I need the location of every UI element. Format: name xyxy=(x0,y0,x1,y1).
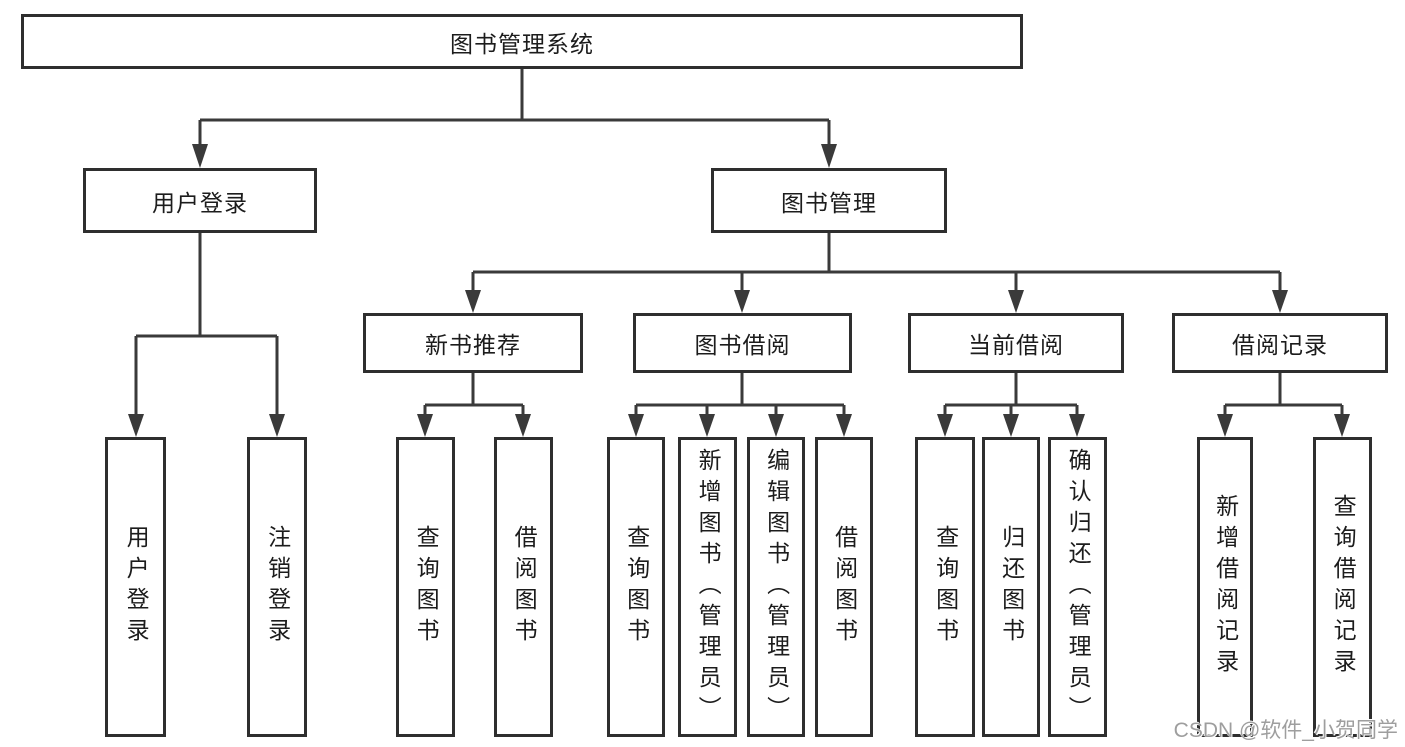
leaf-query-books-recommend: 查询图书 xyxy=(396,437,455,737)
leaf-confirm-return-admin: 确认归还（管理员） xyxy=(1048,437,1107,737)
leaf-label: 查询图书 xyxy=(623,525,650,649)
leaf-logout: 注销登录 xyxy=(247,437,307,737)
node-label: 图书管理系统 xyxy=(450,30,594,57)
leaf-edit-books-admin: 编辑图书（管理员） xyxy=(747,437,805,737)
leaf-label: 借阅图书 xyxy=(511,525,538,649)
node-label: 图书管理 xyxy=(781,189,877,216)
leaf-borrow-books: 借阅图书 xyxy=(815,437,873,737)
leaf-borrow-books-recommend: 借阅图书 xyxy=(494,437,553,737)
node-borrowing-records: 借阅记录 xyxy=(1172,313,1388,373)
csdn-watermark: CSDN @软件_小贺同学 xyxy=(1173,719,1398,742)
node-new-book-recommendation: 新书推荐 xyxy=(363,313,583,373)
leaf-query-borrow-record: 查询借阅记录 xyxy=(1313,437,1372,737)
node-label: 借阅记录 xyxy=(1232,332,1328,358)
leaf-label: 用户登录 xyxy=(123,525,150,649)
node-label: 当前借阅 xyxy=(968,332,1064,358)
leaf-user-login: 用户登录 xyxy=(105,437,166,737)
leaf-label: 查询图书 xyxy=(413,525,440,649)
leaf-add-borrow-record: 新增借阅记录 xyxy=(1197,437,1253,737)
leaf-label: 新增图书（管理员） xyxy=(695,447,722,727)
node-book-borrowing: 图书借阅 xyxy=(633,313,852,373)
leaf-add-books-admin: 新增图书（管理员） xyxy=(678,437,737,737)
node-label: 新书推荐 xyxy=(425,332,521,358)
node-library-management-system: 图书管理系统 xyxy=(21,14,1023,69)
node-book-management: 图书管理 xyxy=(711,168,947,233)
leaf-label: 查询借阅记录 xyxy=(1330,494,1357,680)
leaf-return-books: 归还图书 xyxy=(982,437,1040,737)
leaf-label: 归还图书 xyxy=(998,525,1025,649)
leaf-label: 查询图书 xyxy=(932,525,959,649)
node-current-borrowing: 当前借阅 xyxy=(908,313,1124,373)
leaf-label: 借阅图书 xyxy=(831,525,858,649)
node-label: 图书借阅 xyxy=(694,332,791,358)
leaf-label: 注销登录 xyxy=(264,525,291,649)
leaf-query-books-current: 查询图书 xyxy=(915,437,975,737)
node-label: 用户登录 xyxy=(152,189,248,216)
leaf-label: 确认归还（管理员） xyxy=(1065,447,1092,727)
leaf-query-books-borrowing: 查询图书 xyxy=(607,437,665,737)
leaf-label: 新增借阅记录 xyxy=(1212,494,1239,680)
node-user-login: 用户登录 xyxy=(83,168,317,233)
arrowheads xyxy=(128,144,1350,437)
leaf-label: 编辑图书（管理员） xyxy=(763,447,790,727)
